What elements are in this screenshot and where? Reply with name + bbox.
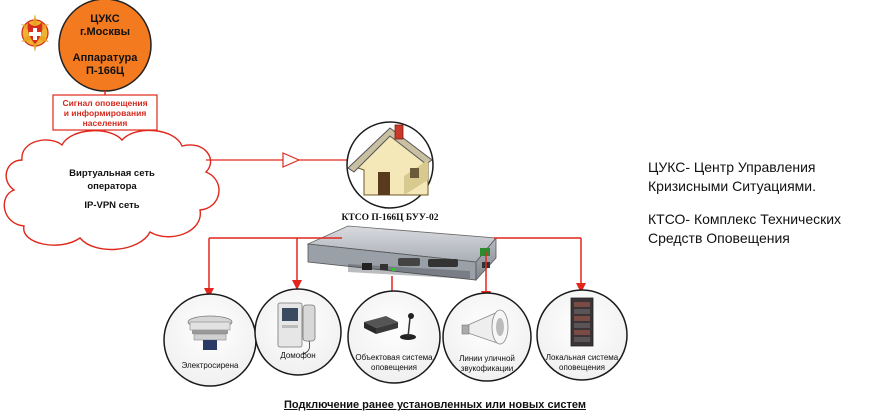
rack-icon: [570, 297, 594, 347]
device-pa-system: Объектовая система оповещения: [347, 290, 441, 384]
distribution-lines: [204, 237, 586, 304]
house-icon: [346, 121, 434, 209]
cloud-network: Виртуальная сеть оператора IP-VPN сеть: [3, 129, 220, 251]
legend-ktso-line-2: Средств Оповещения: [648, 230, 790, 246]
device-street-label-1: Линии уличной: [459, 354, 515, 363]
emercom-emblem-icon: [21, 14, 49, 52]
device-local-label-1: Локальная система: [546, 353, 619, 362]
device-street-label-2: звукофикации: [461, 364, 513, 373]
signal-line-3: населения: [83, 118, 128, 128]
center-equipment: Аппаратура: [73, 52, 139, 64]
legend-ktso-line-1: КТСО- Комплекс Технических: [648, 211, 842, 227]
signal-line-1: Сигнал оповещения: [62, 98, 147, 108]
legend-cuks-line-2: Кризисными Ситуациями.: [648, 178, 817, 194]
device-siren-label: Электросирена: [182, 361, 240, 370]
cloud-to-house-arrow: [206, 152, 348, 168]
device-siren: Электросирена: [163, 293, 257, 387]
device-street-loudspeaker: Линии уличной звукофикации: [442, 292, 532, 382]
center-model: П-166Ц: [86, 65, 124, 77]
horn-loudspeaker-icon: [461, 309, 509, 345]
device-pa-label-2: оповещения: [371, 363, 417, 372]
center-city: г.Москвы: [80, 26, 130, 38]
center-node: ЦУКС г.Москвы Аппаратура П-166Ц: [58, 0, 152, 92]
device-pa-label-1: Объектовая система: [355, 353, 433, 362]
legend-cuks: ЦУКС- Центр Управления Кризисными Ситуац…: [648, 158, 816, 196]
device-intercom: Домофон: [254, 288, 342, 376]
pa-system-icon: [364, 313, 416, 340]
legend-ktso: КТСО- Комплекс Технических Средств Опове…: [648, 210, 841, 248]
cloud-line-1: Виртуальная сеть: [69, 168, 155, 179]
main-device: [306, 225, 497, 282]
intercom-icon: [277, 302, 316, 355]
device-intercom-label: Домофон: [280, 351, 315, 360]
cloud-line-3: IP-VPN сеть: [84, 200, 139, 211]
bottom-caption: Подключение ранее установленных или новы…: [284, 399, 586, 411]
device-local-label-2: оповещения: [559, 363, 605, 372]
device-label: КТСО П-166Ц БУУ-02: [342, 213, 439, 223]
device-local-system: Локальная система оповещения: [536, 289, 628, 381]
legend-cuks-line-1: ЦУКС- Центр Управления: [648, 159, 816, 175]
center-title: ЦУКС: [90, 13, 119, 25]
cloud-line-2: оператора: [87, 181, 137, 192]
siren-icon: [187, 315, 233, 350]
signal-line-2: и информирования: [64, 108, 147, 118]
